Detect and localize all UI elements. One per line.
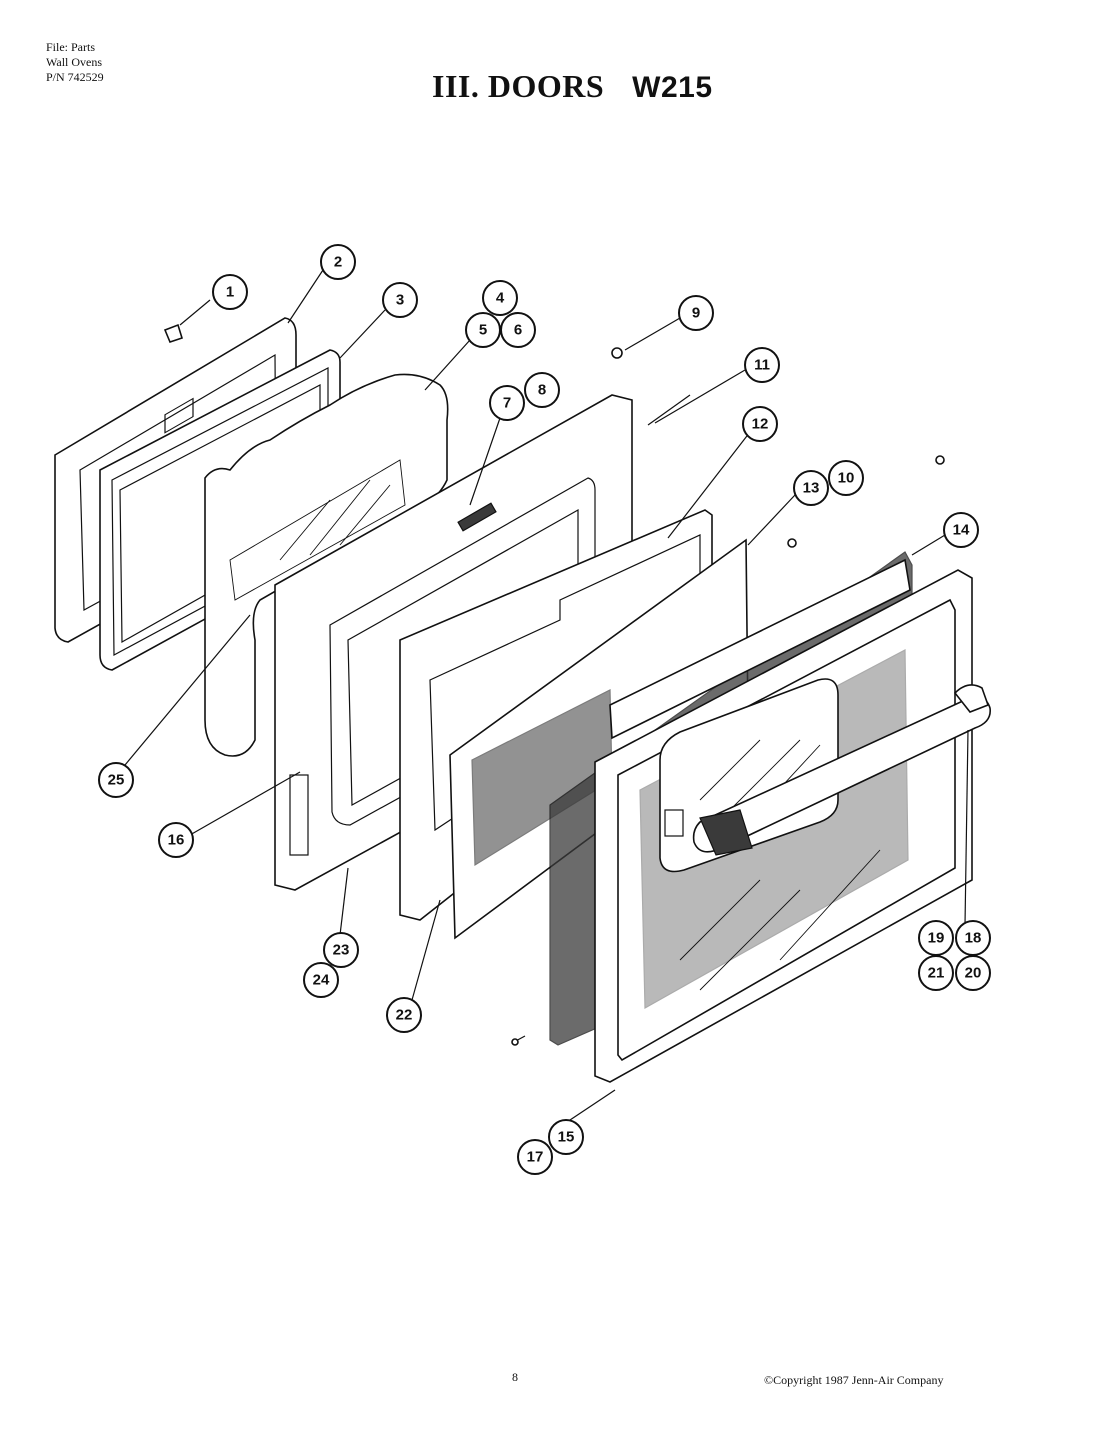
- svg-text:6: 6: [514, 322, 522, 339]
- part-number-line: P/N 742529: [46, 70, 104, 84]
- callout-16: 16: [158, 822, 194, 858]
- category-line: Wall Ovens: [46, 55, 103, 69]
- svg-text:14: 14: [953, 522, 970, 539]
- page-title: III. DOORS W215: [432, 68, 713, 105]
- svg-text:23: 23: [333, 942, 350, 959]
- svg-text:2: 2: [334, 254, 342, 271]
- svg-text:11: 11: [754, 357, 770, 374]
- svg-text:21: 21: [928, 965, 945, 982]
- svg-text:22: 22: [396, 1007, 413, 1024]
- callout-22: 22: [386, 997, 422, 1033]
- svg-text:25: 25: [108, 772, 125, 789]
- svg-text:9: 9: [692, 305, 700, 322]
- callout-21: 21: [918, 955, 954, 991]
- copyright-notice: ©Copyright 1987 Jenn-Air Company: [764, 1373, 944, 1387]
- svg-text:13: 13: [803, 480, 820, 497]
- svg-text:24: 24: [313, 972, 330, 989]
- door-liner-panel: [399, 509, 749, 940]
- callout-4: 4: [482, 280, 518, 316]
- svg-text:4: 4: [496, 290, 505, 307]
- callout-5: 5: [465, 312, 501, 348]
- svg-text:5: 5: [479, 322, 487, 339]
- section-title: III. DOORS: [432, 68, 605, 104]
- svg-text:7: 7: [503, 395, 511, 412]
- svg-text:16: 16: [168, 832, 185, 849]
- svg-text:17: 17: [527, 1149, 544, 1166]
- door-handle: [692, 684, 992, 856]
- callout-3: 3: [382, 282, 418, 318]
- callout-14: 14: [943, 512, 979, 548]
- svg-text:12: 12: [752, 416, 769, 433]
- svg-text:20: 20: [965, 965, 982, 982]
- callout-8: 8: [524, 372, 560, 408]
- callout-18: 18: [955, 920, 991, 956]
- callout-20: 20: [955, 955, 991, 991]
- file-line: File: Parts: [46, 40, 96, 54]
- callout-23: 23: [323, 932, 359, 968]
- small-hardware: [163, 323, 945, 1046]
- callout-7: 7: [489, 385, 525, 421]
- insulation-batt: [204, 373, 449, 757]
- svg-text:19: 19: [928, 930, 945, 947]
- svg-text:10: 10: [838, 470, 855, 487]
- callout-25: 25: [98, 762, 134, 798]
- callout-24: 24: [303, 962, 339, 998]
- callout-2: 2: [320, 244, 356, 280]
- callout-1: 1: [212, 274, 248, 310]
- file-info: File: Parts Wall Ovens P/N 742529: [46, 40, 104, 85]
- svg-text:8: 8: [538, 382, 546, 399]
- leader-lines: [124, 269, 969, 1121]
- svg-text:15: 15: [558, 1129, 575, 1146]
- model-number: W215: [632, 71, 713, 104]
- svg-text:3: 3: [396, 292, 404, 309]
- callout-6: 6: [500, 312, 536, 348]
- callout-9: 9: [678, 295, 714, 331]
- page-number: 8: [512, 1370, 518, 1384]
- outer-door-frame: [594, 569, 973, 1083]
- svg-text:18: 18: [965, 930, 982, 947]
- callout-17: 17: [517, 1139, 553, 1175]
- callout-10: 10: [828, 460, 864, 496]
- callout-19: 19: [918, 920, 954, 956]
- callout-12: 12: [742, 406, 778, 442]
- callout-15: 15: [548, 1119, 584, 1155]
- callout-13: 13: [793, 470, 829, 506]
- callout-11: 11: [744, 347, 780, 383]
- svg-text:1: 1: [226, 284, 234, 301]
